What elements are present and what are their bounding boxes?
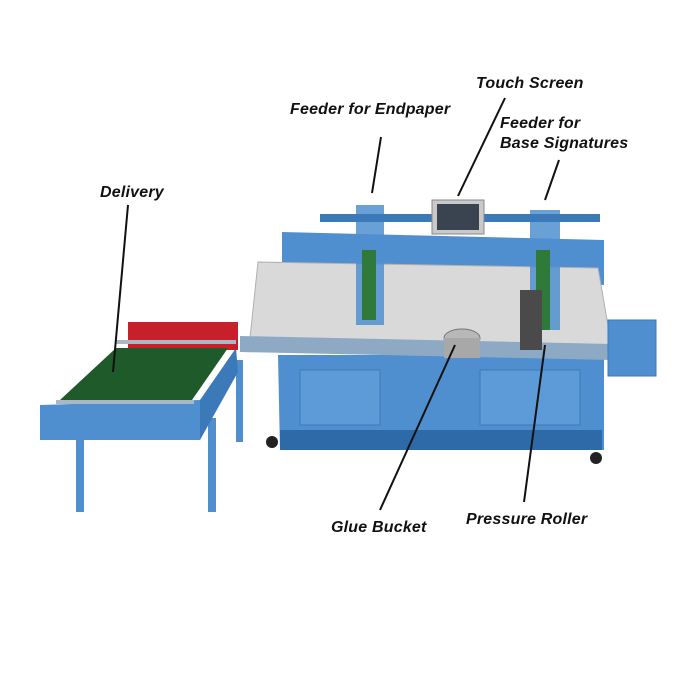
delivery-frame-side (200, 348, 238, 440)
delivery-leg (236, 360, 243, 442)
cabinet-panel (479, 369, 581, 426)
leader-delivery (112, 204, 129, 373)
caster (590, 452, 602, 464)
label-feeder-for-base-signatures: Feeder for Base Signatures (500, 114, 628, 154)
leader-feeder-endpaper (371, 136, 382, 194)
leader-glue-bucket (379, 344, 456, 511)
cabinet-panel (299, 369, 381, 426)
delivery-leg (208, 418, 216, 512)
glue-bucket-body (444, 338, 480, 358)
label-feeder-base-line1: Feeder for (500, 115, 581, 132)
leader-lines (112, 97, 560, 511)
feeder-roller (362, 250, 376, 320)
touch-screen-display (437, 204, 479, 230)
delivery-guard (128, 322, 238, 350)
leader-pressure-roller (523, 344, 546, 503)
label-pressure-roller: Pressure Roller (466, 511, 588, 528)
machine-cabinet-shade (280, 430, 602, 450)
delivery-leg (76, 430, 84, 512)
leader-feeder-base (544, 159, 560, 201)
delivery-conveyor (40, 322, 243, 512)
delivery-belt (60, 348, 228, 400)
pressure-roller (520, 290, 542, 350)
label-feeder-for-endpaper: Feeder for Endpaper (290, 101, 451, 118)
label-delivery: Delivery (100, 184, 164, 201)
label-touch-screen: Touch Screen (476, 75, 584, 92)
caster (266, 436, 278, 448)
electrical-box (607, 319, 657, 377)
label-glue-bucket: Glue Bucket (331, 519, 427, 536)
leader-touch-screen (457, 97, 506, 197)
table-front-edge (240, 336, 612, 360)
label-feeder-base-line2: Base Signatures (500, 135, 629, 152)
machine-body (240, 199, 657, 464)
delivery-frame (40, 400, 200, 440)
